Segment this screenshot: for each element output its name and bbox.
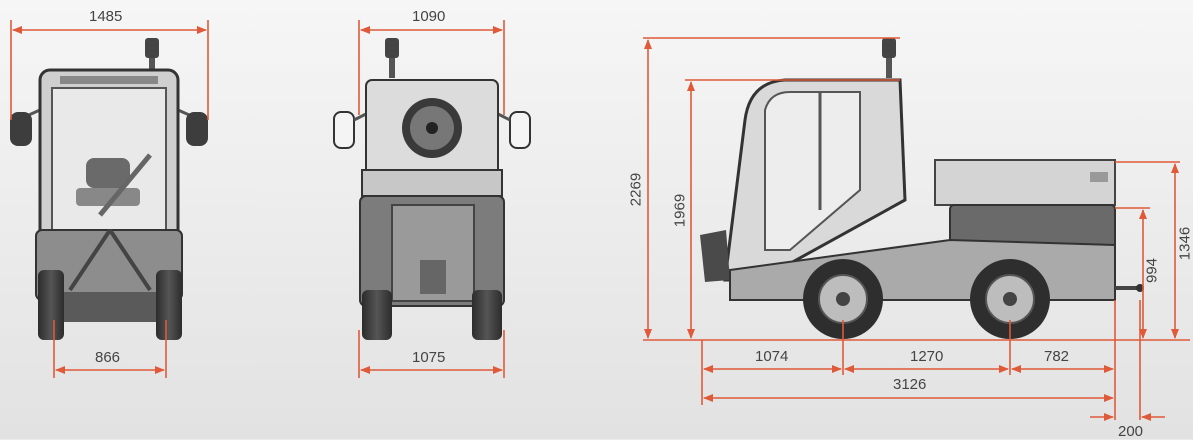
dimension-lines bbox=[10, 20, 1190, 421]
side-view-vehicle bbox=[700, 38, 1144, 339]
dim-label-front-track-width: 866 bbox=[95, 349, 121, 366]
dim-label-overall-length: 3126 bbox=[893, 376, 927, 393]
dim-label-cab-height: 1969 bbox=[671, 193, 689, 228]
dim-label-rear-overhang: 782 bbox=[1044, 348, 1070, 365]
dim-label-hitch-extension: 200 bbox=[1118, 423, 1144, 440]
rear-view-vehicle bbox=[333, 38, 531, 340]
dim-label-hopper-height: 1346 bbox=[1176, 226, 1193, 261]
dim-label-rear-body-width: 1090 bbox=[412, 8, 446, 25]
dim-label-front-overall-width: 1485 bbox=[89, 8, 123, 25]
dim-label-wheelbase: 1270 bbox=[910, 348, 944, 365]
dim-label-rear-track-width: 1075 bbox=[412, 349, 446, 366]
dim-label-front-overhang: 1074 bbox=[755, 348, 789, 365]
dim-label-height-with-beacon: 2269 bbox=[627, 172, 645, 207]
dim-label-rear-body-height: 994 bbox=[1143, 257, 1161, 284]
front-view-vehicle bbox=[10, 38, 208, 340]
